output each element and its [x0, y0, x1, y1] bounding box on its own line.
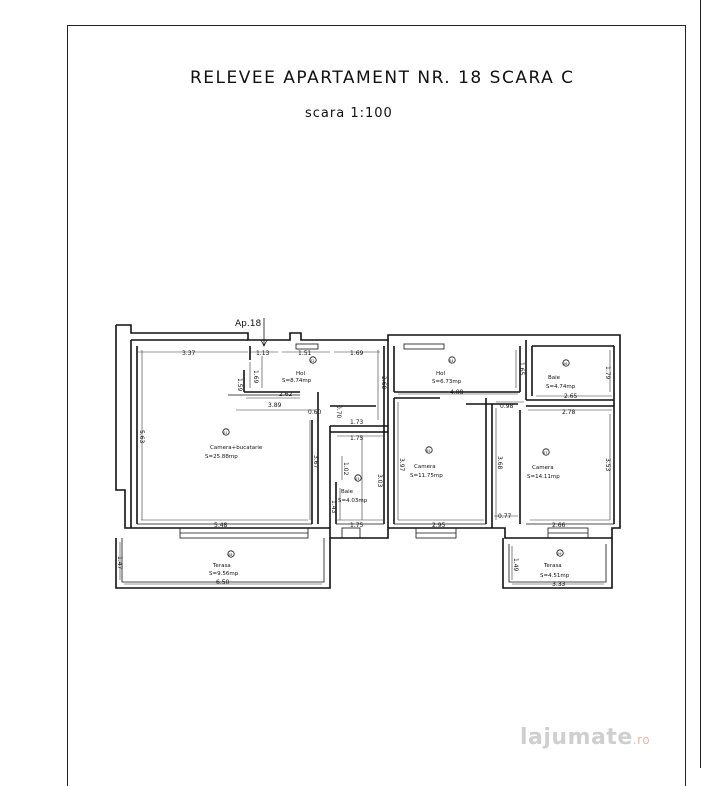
dim-3-37: 3.37 [182, 350, 196, 357]
dim-2-60: 2.60 [380, 376, 387, 390]
dim-1-69-vertical: 1.69 [252, 370, 259, 384]
room-number-hol-2: 04 [449, 359, 454, 363]
dim-3-97: 3.97 [398, 458, 405, 472]
room-number-camera-2: 07 [543, 451, 547, 455]
interior-walls [137, 340, 615, 528]
dim-1-75-top: 1.75 [350, 435, 364, 442]
dim-0-70: 0.70 [335, 405, 342, 419]
entrance-arrow-head [260, 339, 268, 347]
room-name-baie-1: Baie [341, 489, 354, 495]
room-marker-baie-2 [562, 359, 570, 367]
floor-plan: 3.37 1.13 1.51 1.69 1.59 1.69 2.62 3.89 … [115, 318, 621, 589]
room-marker-camera-bucatarie [222, 428, 230, 436]
room-area-hol-2: S=6.73mp [432, 379, 462, 385]
dim-1-75-bottom: 1.75 [350, 522, 364, 529]
dim-3-68: 3.68 [496, 456, 503, 470]
room-name-camera-1: Camera [414, 464, 436, 470]
room-number-terasa-1: 08 [228, 553, 232, 557]
dim-1-13: 1.13 [256, 350, 270, 357]
room-number-baie-2: 06 [563, 362, 567, 366]
drawing-frame [67, 25, 686, 786]
room-number-hol-1: 02 [310, 359, 314, 363]
dim-4-08: 4.08 [450, 389, 464, 396]
dim-1-51: 1.51 [298, 350, 312, 357]
room-area-camera-2: S=14.11mp [527, 474, 560, 480]
room-area-terasa-2: S=4.51mp [540, 573, 570, 579]
dim-1-47: 1.47 [116, 556, 123, 570]
room-area-hol-1: S=8.74mp [282, 378, 312, 384]
dim-5-48: 5.48 [214, 522, 228, 529]
dim-1-43: 1.43 [330, 500, 337, 514]
apartment-tag: Ap.18 [235, 319, 261, 329]
room-name-terasa-1: Terasa [212, 563, 231, 569]
title-text: RELEVEE APARTAMENT NR. 18 SCARA C [190, 68, 575, 88]
room-area-baie-1: S=4.03mp [338, 498, 368, 504]
windows [179, 343, 589, 539]
dim-1-49: 1.49 [512, 558, 519, 572]
room-name-camera-bucatarie: Camera+bucatarie [210, 445, 263, 451]
dim-1-59: 1.59 [236, 378, 243, 392]
dim-2-66: 2.66 [552, 522, 566, 529]
dim-1-02: 1.02 [342, 462, 349, 476]
sheet-border-outer [700, 0, 701, 768]
room-name-hol-1: Hol [296, 371, 306, 377]
drawing-sheet: RELEVEE APARTAMENT NR. 18 SCARA C scara … [67, 0, 701, 786]
scale-label: scara 1:100 [305, 106, 393, 121]
room-marker-hol-2 [448, 356, 456, 364]
dim-2-65: 2.65 [564, 393, 578, 400]
watermark-text: lajumate [520, 725, 633, 750]
dim-3-33: 3.33 [552, 581, 566, 588]
dim-2-95: 2.95 [432, 522, 446, 529]
room-area-terasa-1: S=9.56mp [209, 571, 239, 577]
room-area-camera-1: S=11.75mp [410, 473, 443, 479]
room-marker-terasa-1 [227, 550, 235, 558]
room-marker-terasa-2 [556, 549, 564, 557]
dim-0-60: 0.60 [308, 409, 322, 416]
dim-1-65: 1.65 [518, 362, 525, 376]
room-name-terasa-2: Terasa [543, 563, 562, 569]
dim-3-89: 3.89 [268, 402, 282, 409]
room-name-baie-2: Baie [548, 375, 561, 381]
room-area-baie-2: S=4.74mp [546, 384, 576, 390]
dim-3-53: 3.53 [604, 458, 611, 472]
dim-0-77: 0.77 [498, 513, 512, 520]
room-number-camera-bucatarie: 01 [223, 431, 227, 435]
room-area-camera-bucatarie: S=25.88mp [205, 454, 238, 460]
dim-2-78: 2.78 [562, 409, 576, 416]
dim-6-50: 6.50 [216, 579, 230, 586]
dim-1-73: 1.73 [350, 419, 364, 426]
dim-3-03: 3.03 [376, 474, 383, 488]
terraces [115, 538, 613, 589]
dimension-lines [119, 350, 612, 585]
room-number-camera-1: 05 [426, 449, 430, 453]
room-number-terasa-2: 09 [557, 552, 561, 556]
room-name-hol-2: Hol [436, 371, 446, 377]
dim-5-63: 5.63 [138, 430, 145, 444]
dim-3-67: 3.67 [312, 455, 319, 469]
room-labels: 02 Hol S=8.74mp 01 Camera+bucatarie S=25… [205, 356, 576, 579]
room-marker-hol-1 [309, 356, 317, 364]
dim-1-69: 1.69 [350, 350, 364, 357]
dim-0-98: 0.98 [500, 403, 514, 410]
room-marker-camera-2 [542, 448, 550, 456]
dim-1-79: 1.79 [604, 366, 611, 380]
watermark: lajumate.ro [520, 725, 650, 750]
dimension-texts: 3.37 1.13 1.51 1.69 1.59 1.69 2.62 3.89 … [116, 350, 611, 588]
apartment-entrance-marker: Ap.18 [235, 318, 268, 347]
dim-2-62: 2.62 [279, 391, 293, 398]
watermark-suffix: .ro [632, 733, 651, 747]
room-marker-camera-1 [425, 446, 433, 454]
room-name-camera-2: Camera [532, 465, 554, 471]
room-number-baie-1: 03 [355, 477, 359, 481]
room-marker-baie-1 [354, 474, 362, 482]
